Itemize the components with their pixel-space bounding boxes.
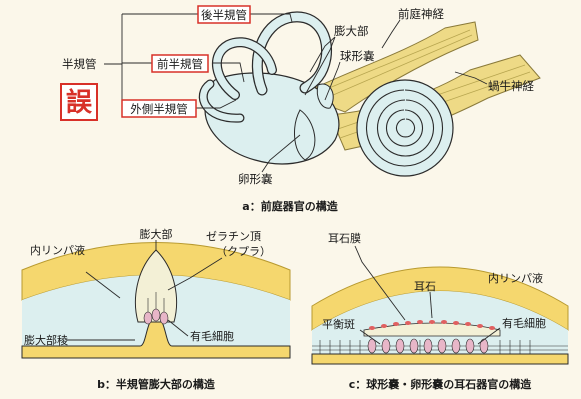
- ampulla-label-top: 膨大部: [334, 24, 369, 38]
- utricle-label: 卵形嚢: [238, 172, 273, 186]
- cochlear-nerve-label: 蝸牛神経: [488, 79, 534, 93]
- otolith-figure: [311, 245, 569, 365]
- cupula-label-line1: ゼラチン頂: [206, 230, 261, 243]
- caption-c: c：球形嚢・卵形嚢の耳石器官の構造: [349, 377, 533, 391]
- macula-base: [311, 353, 569, 365]
- nerve-fibers: [299, 29, 531, 139]
- anterior-canal-label: 前半規管: [157, 57, 203, 71]
- lateral-canal-box: [121, 99, 197, 118]
- vestibular-nerve-label: 前庭神経: [398, 7, 444, 21]
- ampulla-hair-cells: [143, 292, 169, 325]
- hair-cells-label-right: 有毛細胞: [502, 316, 546, 330]
- lateral-canal-label: 外側半規管: [130, 102, 188, 116]
- ampulla-label-bottom: 膨大部: [140, 227, 173, 241]
- caption-b: b：半規管膨大部の構造: [97, 377, 216, 391]
- otolith-membrane-label: 耳石膜: [328, 232, 361, 245]
- otolith-label: 耳石: [414, 280, 436, 293]
- hair-cells-label-left: 有毛細胞: [190, 329, 234, 343]
- ampulla-figure: [21, 226, 291, 374]
- otolith-fluid: [312, 291, 568, 354]
- cupula-label-line2: （クプラ）: [216, 245, 271, 258]
- saccule-label: 球形嚢: [340, 49, 375, 63]
- crista-label: 膨大部稜: [24, 333, 68, 347]
- otolith-crystals: [369, 320, 495, 330]
- leader-lines-top: [104, 13, 488, 173]
- cupula: [134, 249, 178, 323]
- endolymph-label-left: 内リンパ液: [30, 243, 85, 257]
- caption-a: a：前庭器官の構造: [242, 199, 338, 213]
- cochlea: [356, 79, 454, 177]
- error-badge: [60, 83, 98, 121]
- semicircular-canal-label: 半規管: [62, 57, 97, 71]
- vestibular-organ-figure: [104, 11, 541, 177]
- utricle-shape: [294, 109, 316, 161]
- macula-label: 平衡斑: [322, 318, 355, 331]
- error-label: 誤: [66, 87, 93, 118]
- posterior-canal-label: 後半規管: [201, 8, 247, 22]
- otolith-hair-cells: [367, 338, 489, 354]
- anterior-canal-box: [151, 54, 209, 73]
- endolymph-label-right: 内リンパ液: [488, 271, 543, 285]
- posterior-canal-box: [197, 5, 251, 24]
